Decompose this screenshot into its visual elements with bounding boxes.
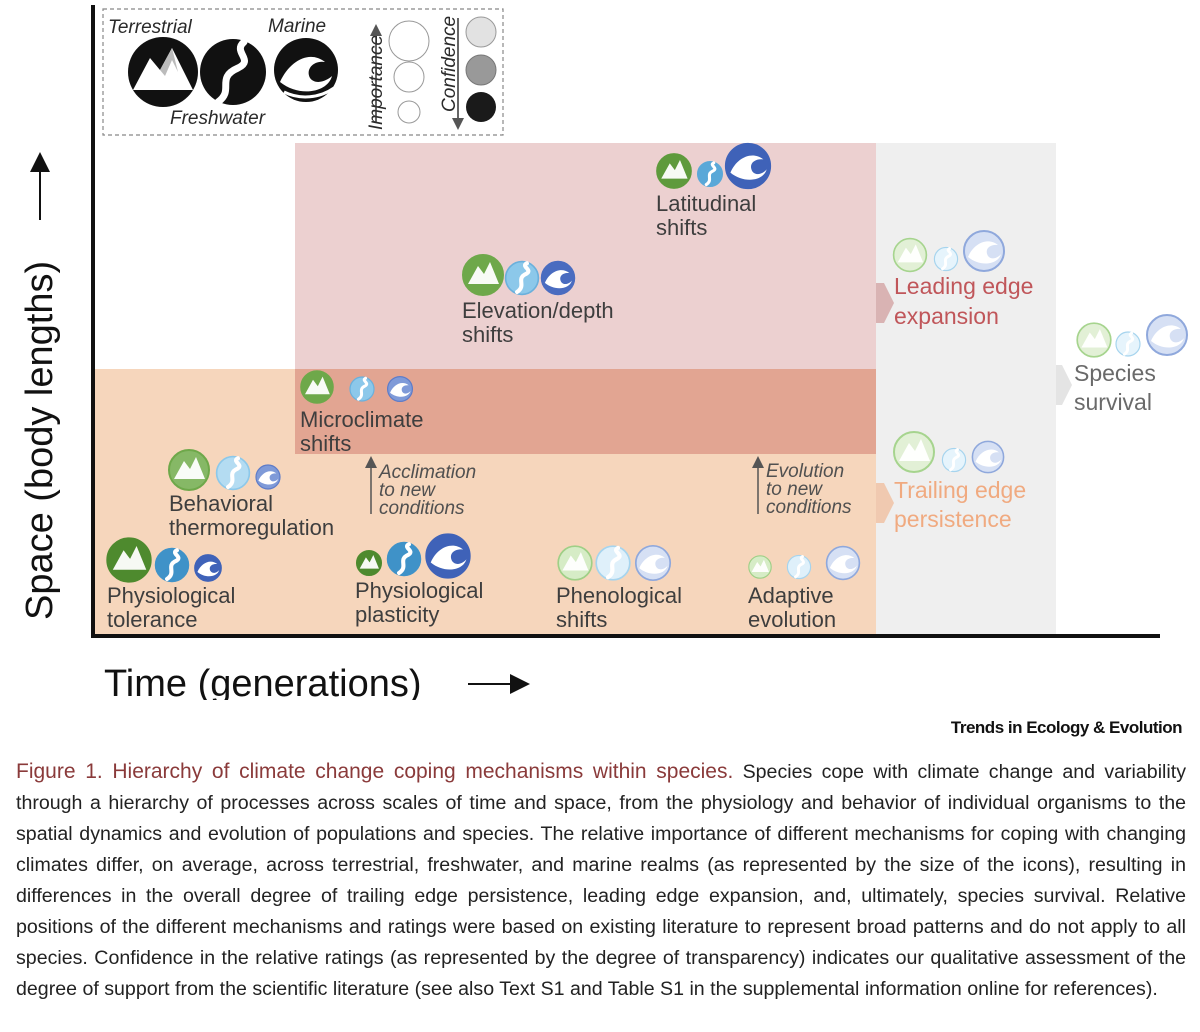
physiological-tolerance-label-2: tolerance: [107, 607, 198, 632]
terrestrial-icon: [128, 37, 198, 107]
elevation-label-1: Elevation/depth: [462, 298, 614, 323]
importance-medium-circle: [393, 61, 425, 93]
phenological-icons: [557, 544, 672, 582]
trailing-edge-label-1: Trailing edge: [894, 477, 1026, 503]
importance-large-circle: [388, 20, 430, 62]
microclimate-label-2: shifts: [300, 431, 351, 456]
microclimate-label-1: Microclimate: [300, 407, 423, 432]
adaptive-evolution-label-2: evolution: [748, 607, 836, 632]
legend-box: [102, 8, 504, 136]
adaptive-evolution-label-1: Adaptive: [748, 583, 834, 608]
latitudinal-icons: [656, 142, 772, 190]
caption-title: Figure 1. Hierarchy of climate change co…: [16, 760, 734, 783]
leading-edge-icons: [892, 230, 1005, 273]
elevation-label-2: shifts: [462, 322, 513, 347]
physiological-plasticity-icons: [355, 533, 471, 579]
confidence-medium-circle: [465, 54, 497, 86]
caption-body: Species cope with climate change and var…: [16, 761, 1186, 1000]
physiological-tolerance-icons: [106, 537, 222, 583]
trailing-edge-label-2: persistence: [894, 506, 1012, 532]
species-survival-label-1: Species: [1074, 360, 1156, 386]
legend-marine: Marine: [268, 16, 326, 37]
importance-small-circle: [397, 100, 421, 124]
latitudinal-label-1: Latitudinal: [656, 191, 756, 216]
arrow-to-leading-edge: [876, 283, 894, 323]
figure-caption: Figure 1. Hierarchy of climate change co…: [16, 756, 1186, 1005]
leading-edge-label-1: Leading edge: [894, 273, 1033, 299]
species-survival-label-2: survival: [1074, 389, 1152, 415]
behavioral-label-1: Behavioral: [169, 491, 273, 516]
y-axis-label: Space (body lengths): [19, 261, 61, 620]
leading-edge-zone: [295, 143, 876, 369]
leading-edge-label-2: expansion: [894, 303, 999, 329]
evolution-note-3: conditions: [766, 497, 852, 518]
latitudinal-label-2: shifts: [656, 215, 707, 240]
evolution-note-2: to new: [766, 479, 823, 500]
phenological-label-1: Phenological: [556, 583, 682, 608]
acclimation-note-2: to new: [379, 480, 436, 501]
marine-icon: [274, 38, 338, 102]
journal-credit: Trends in Ecology & Evolution: [950, 718, 1183, 737]
physiological-plasticity-label-1: Physiological: [355, 578, 483, 603]
adaptive-evolution-icons: [748, 545, 861, 581]
legend-confidence: Confidence: [439, 16, 460, 112]
physiological-tolerance-label-1: Physiological: [107, 583, 235, 608]
elevation-icons: [462, 254, 576, 296]
evolution-note-1: Evolution: [766, 461, 844, 482]
trailing-edge-icons: [893, 431, 1005, 474]
species-survival-icons: [1076, 314, 1188, 358]
legend-freshwater: Freshwater: [170, 108, 266, 129]
physiological-plasticity-label-2: plasticity: [355, 602, 439, 627]
arrow-to-survival: [1056, 365, 1072, 405]
behavioral-label-2: thermoregulation: [169, 515, 334, 540]
confidence-low-circle: [465, 16, 497, 48]
x-axis-label: Time (generations): [104, 663, 422, 700]
acclimation-note-3: conditions: [379, 498, 465, 519]
survival-zone: [876, 143, 1056, 636]
phenological-label-2: shifts: [556, 607, 607, 632]
freshwater-icon: [200, 38, 266, 106]
confidence-high-circle: [466, 92, 496, 122]
coping-mechanisms-diagram: Space (body lengths) Time (generations) …: [19, 5, 1188, 700]
arrow-to-trailing-edge: [876, 483, 894, 523]
microclimate-icons: [300, 370, 414, 404]
legend-terrestrial: Terrestrial: [108, 17, 193, 38]
behavioral-icons: [168, 449, 281, 491]
acclimation-note-1: Acclimation: [378, 462, 476, 483]
